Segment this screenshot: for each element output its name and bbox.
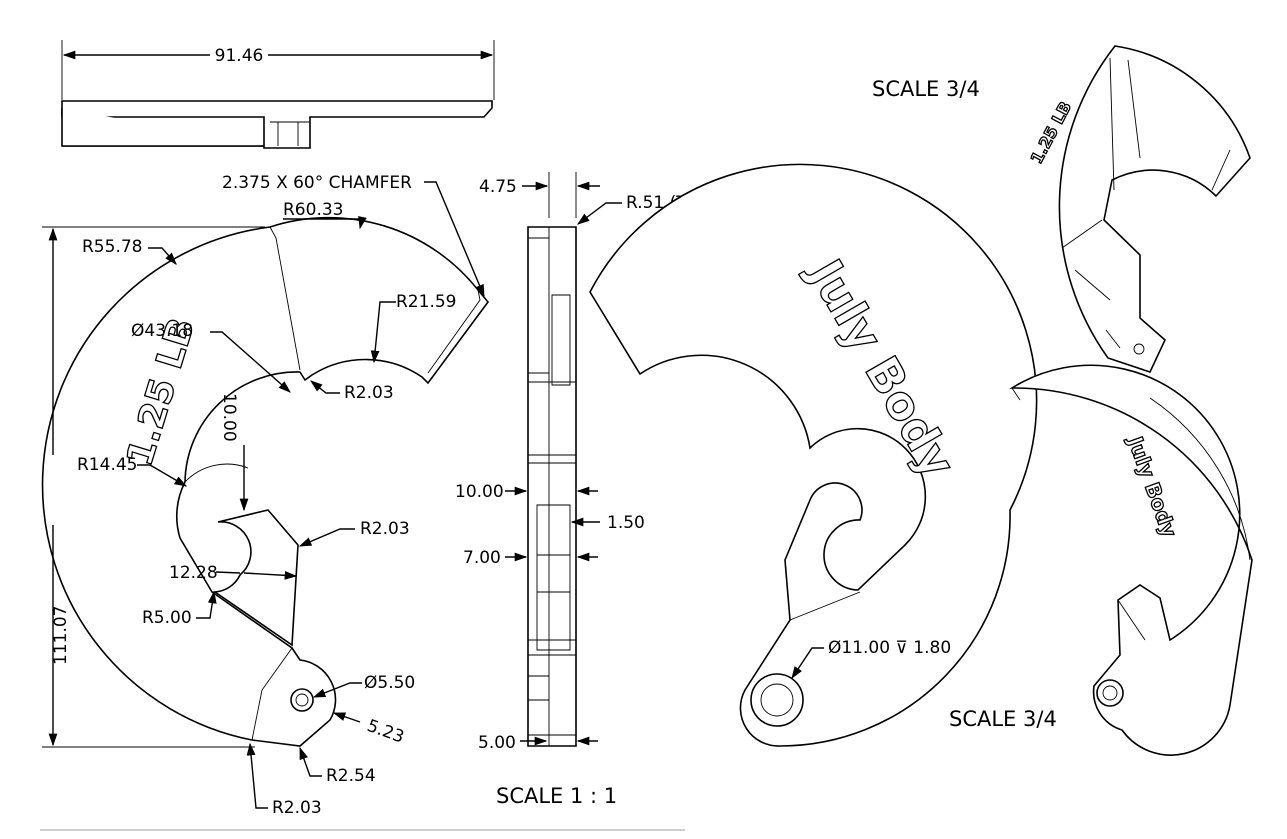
dim-r60: R60.33 (283, 200, 343, 220)
dim-r55: R55.78 (82, 237, 142, 257)
dim-side-500: 5.00 (478, 733, 516, 753)
iso-bottom-outline (1009, 364, 1253, 756)
dim-counterbore: Ø11.00 ⊽ 1.80 (828, 638, 951, 658)
back-view: July Body Ø11.00 ⊽ 1.80 (589, 163, 1038, 747)
front-view: 1.25 LB 2.375 X 60° CHAMFER R60.33 R55.7… (41, 173, 490, 818)
dim-r21: R21.59 (396, 292, 456, 312)
iso-bottom-engraving: July Body (1123, 432, 1182, 541)
dim-r254: R2.54 (326, 766, 376, 786)
dim-r203-mid: R2.03 (360, 519, 410, 539)
dim-width-91: 91.46 (215, 46, 264, 66)
top-view: 91.46 (61, 40, 495, 149)
dim-1228: 12.28 (169, 563, 218, 583)
dim-side-150: 1.50 (607, 513, 645, 533)
back-counterbore (750, 673, 804, 727)
dim-side-700: 7.00 (463, 548, 501, 568)
iso-top-outline (1058, 45, 1251, 373)
side-view-outline (527, 226, 577, 747)
scale-label-top: SCALE 3/4 (872, 77, 980, 101)
dim-r203-upper: R2.03 (344, 383, 394, 403)
front-view-outline (41, 216, 490, 747)
front-hole (290, 688, 314, 712)
chamfer-note: 2.375 X 60° CHAMFER (222, 173, 412, 193)
back-view-outline (589, 163, 1038, 747)
dim-523: 5.23 (364, 716, 406, 748)
dim-side-10: 10.00 (455, 482, 504, 502)
scale-label-1-1: SCALE 1 : 1 (496, 784, 617, 808)
dim-total-height: 111.07 (51, 606, 71, 665)
dim-10: 10.00 (219, 393, 239, 442)
dim-thickness: 4.75 (479, 177, 517, 197)
dim-r5: R5.00 (142, 608, 192, 628)
scale-label-bottom: SCALE 3/4 (949, 707, 1057, 731)
dim-dia43: Ø43.18 (131, 321, 193, 341)
dim-r1445: R14.45 (77, 455, 137, 475)
dim-r203-bottom: R2.03 (272, 798, 322, 818)
dim-dia55: Ø5.50 (364, 673, 415, 693)
